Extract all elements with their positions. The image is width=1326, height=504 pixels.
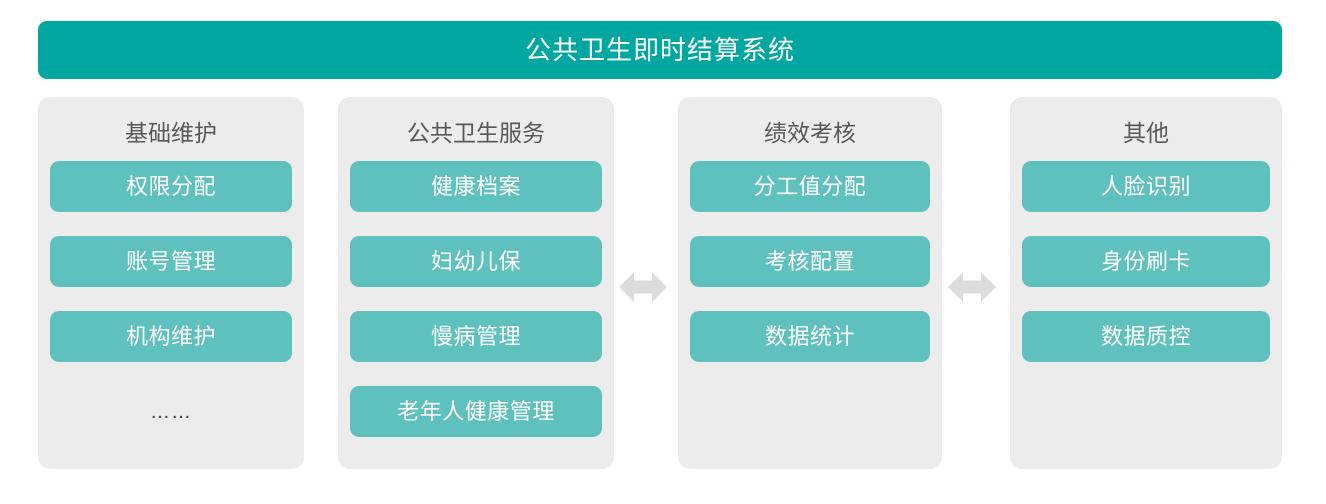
module-item-label: 人脸识别 [1100,173,1191,199]
module-item-label: 妇幼儿保 [430,248,521,274]
module-item-button[interactable]: 身份刷卡 [1022,236,1270,287]
module-item-label: 机构维护 [125,323,216,349]
module-item-button[interactable]: 考核配置 [690,236,930,287]
module-item-label: 分工值分配 [753,173,867,199]
module-item-label: 权限分配 [125,173,216,199]
module-item-button[interactable]: 数据统计 [690,311,930,362]
module-item-button[interactable]: 权限分配 [50,161,292,212]
module-item-label: 数据统计 [764,323,855,349]
module-item-button[interactable]: 机构维护 [50,311,292,362]
module-item-list: 人脸识别身份刷卡数据质控 [1010,161,1282,362]
page-title: 公共卫生即时结算系统 [524,35,795,65]
column-header: 其他 [1123,120,1169,146]
module-item-label: 慢病管理 [430,323,521,349]
module-item-list: 分工值分配考核配置数据统计 [678,161,942,362]
module-column-3: 其他人脸识别身份刷卡数据质控 [1010,97,1282,469]
module-item-button[interactable]: 慢病管理 [350,311,602,362]
column-header: 基础维护 [125,120,217,146]
module-item-list: 权限分配账号管理机构维护 …… [38,161,304,437]
column-header: 公共卫生服务 [407,120,545,146]
column-header: 绩效考核 [764,120,856,146]
module-item-label: 身份刷卡 [1100,248,1191,274]
module-item-label: 考核配置 [764,248,855,274]
module-item-label: 老年人健康管理 [397,398,555,424]
module-item-list: 健康档案妇幼儿保慢病管理老年人健康管理 [338,161,614,437]
module-item-label: 数据质控 [1100,323,1191,349]
module-columns: 基础维护权限分配账号管理机构维护 …… 公共卫生服务健康档案妇幼儿保慢病管理老年人健… [0,97,1326,472]
more-items-ellipsis: …… [50,386,292,437]
module-item-button[interactable]: 人脸识别 [1022,161,1270,212]
module-item-label: 健康档案 [430,173,521,199]
module-item-button[interactable]: 老年人健康管理 [350,386,602,437]
module-item-button[interactable]: 分工值分配 [690,161,930,212]
module-item-button[interactable]: 健康档案 [350,161,602,212]
double-arrow-horizontal-icon [619,268,667,306]
ellipsis-label: …… [150,400,192,423]
module-column-2: 绩效考核分工值分配考核配置数据统计 [678,97,942,469]
module-item-button[interactable]: 数据质控 [1022,311,1270,362]
system-title-banner: 公共卫生即时结算系统 [38,21,1282,79]
module-column-0: 基础维护权限分配账号管理机构维护 …… [38,97,304,469]
double-arrow-horizontal-icon [948,268,996,306]
module-item-label: 账号管理 [125,248,216,274]
module-item-button[interactable]: 妇幼儿保 [350,236,602,287]
module-column-1: 公共卫生服务健康档案妇幼儿保慢病管理老年人健康管理 [338,97,614,469]
module-item-button[interactable]: 账号管理 [50,236,292,287]
